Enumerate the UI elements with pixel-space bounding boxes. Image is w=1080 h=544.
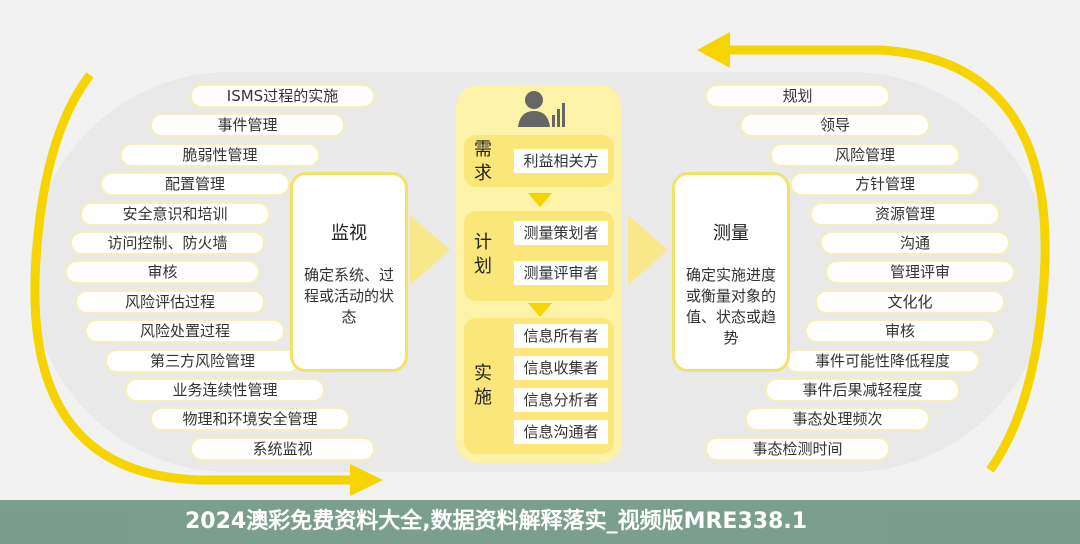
right-list-item: 规划 (705, 84, 890, 108)
implement-item: 信息收集者 (514, 356, 608, 380)
left-list-item: 系统监视 (190, 436, 375, 461)
right-list-item: 风险管理 (770, 142, 960, 167)
measure-box: 测量 确定实施进度或衡量对象的值、状态或趋势 (672, 172, 790, 372)
left-list-item: 风险处置过程 (85, 319, 285, 344)
left-list-item: 事件管理 (150, 113, 345, 138)
left-list-item: 访问控制、防火墙 (70, 231, 265, 255)
left-list-item: 风险评估过程 (75, 289, 265, 314)
right-list-item: 事态处理频次 (745, 407, 930, 432)
top-arrow (725, 45, 1050, 473)
left-list-item: 业务连续性管理 (125, 378, 325, 402)
top-arrowhead-icon (697, 32, 730, 68)
measure-title: 测量 (713, 223, 749, 244)
monitor-title: 监视 (331, 223, 367, 244)
monitor-desc: 确定系统、过程或活动的状态 (303, 266, 394, 326)
plan-item: 测量策划者 (514, 221, 608, 245)
center-column: 需求 利益相关方 计划 测量策划者 测量评审者 实施 信息所有者 信息收集者 信… (456, 85, 622, 463)
left-list-item: ISMS过程的实施 (190, 84, 375, 108)
plan-label: 计划 (474, 232, 492, 277)
right-list-item: 管理评审 (825, 260, 1015, 285)
left-list-item: 物理和环境安全管理 (150, 407, 350, 432)
down-arrow-icon (528, 303, 552, 317)
left-list-item: 脆弱性管理 (120, 142, 320, 167)
right-list-item: 审核 (805, 319, 995, 344)
down-arrow-icon (528, 193, 552, 207)
right-list-item: 事件后果减轻程度 (765, 378, 960, 402)
implement-item: 信息分析者 (514, 388, 608, 412)
right-list-item: 文化化 (815, 289, 1005, 314)
requirement-label: 需求 (474, 139, 492, 184)
right-flow-arrow (410, 215, 450, 285)
left-list-item: 审核 (65, 260, 260, 285)
left-list-item: 配置管理 (100, 172, 290, 197)
implement-item: 信息沟通者 (514, 420, 608, 444)
plan-section: 计划 测量策划者 测量评审者 (464, 211, 614, 301)
measure-desc: 确定实施进度或衡量对象的值、状态或趋势 (685, 266, 776, 347)
left-list-item: 第三方风险管理 (105, 348, 300, 373)
implement-section: 实施 信息所有者 信息收集者 信息分析者 信息沟通者 (464, 318, 614, 454)
left-list-item: 安全意识和培训 (80, 201, 270, 226)
right-list-item: 沟通 (820, 231, 1010, 255)
title-banner: 2024澳彩免费资料大全,数据资料解释落实_视频版MRE338.1 (0, 500, 1080, 544)
monitor-box: 监视 确定系统、过程或活动的状态 (290, 172, 408, 372)
requirement-section: 需求 利益相关方 (464, 135, 614, 187)
right-list-item: 领导 (740, 113, 930, 138)
bottom-arrowhead-icon (350, 464, 383, 496)
person-chart-icon (518, 91, 565, 127)
right-flow-arrow-2 (628, 215, 668, 285)
right-list-item: 方针管理 (790, 172, 980, 197)
right-list-item: 事件可能性降低程度 (785, 348, 980, 373)
right-list-item: 事态检测时间 (705, 436, 890, 461)
plan-item: 测量评审者 (514, 261, 608, 285)
implement-item: 信息所有者 (514, 324, 608, 348)
right-list-item: 资源管理 (810, 201, 1000, 226)
requirement-item: 利益相关方 (514, 149, 608, 173)
bottom-arrow (30, 72, 355, 485)
implement-label: 实施 (474, 363, 492, 408)
